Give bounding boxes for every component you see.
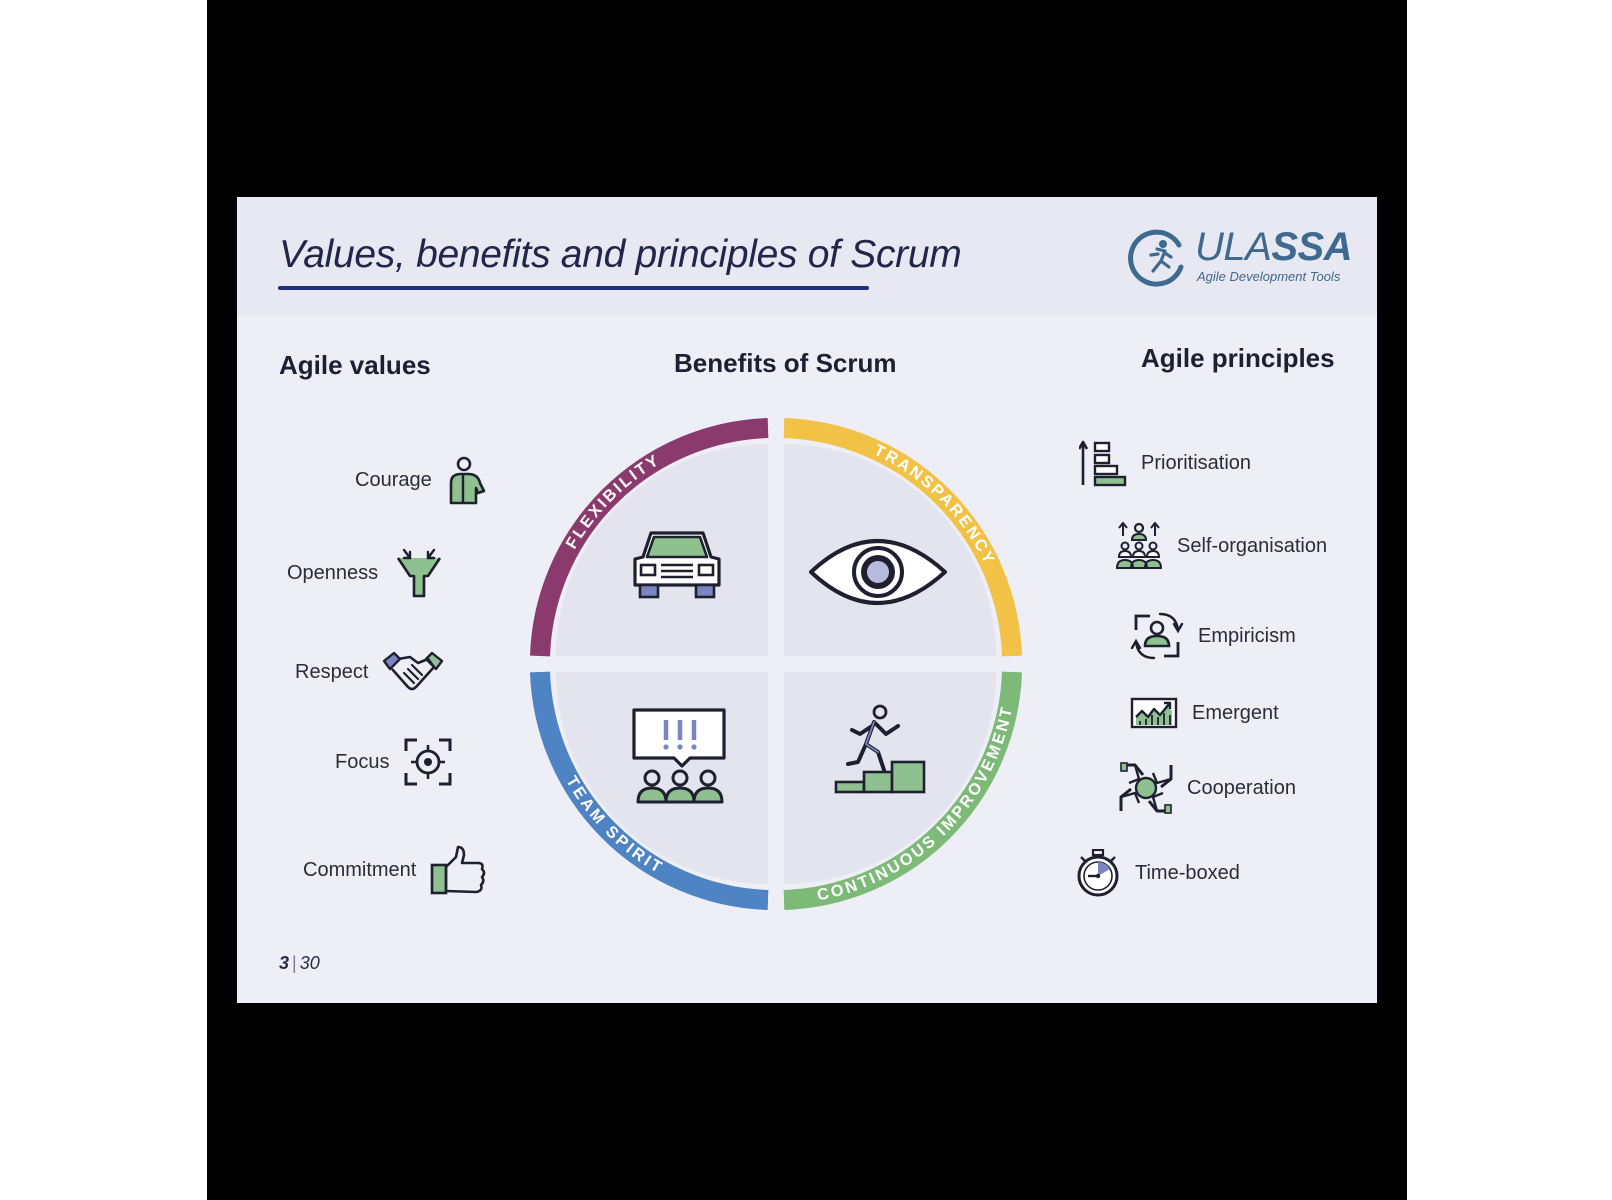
arc-flexibility	[530, 418, 769, 657]
runner-logo-icon	[1128, 229, 1184, 287]
slide-title: Values, benefits and principles of Scrum	[279, 233, 962, 276]
value-label: Commitment	[303, 858, 417, 881]
agile-values-heading: Agile values	[279, 350, 431, 380]
ulassa-logo: ULASSA Agile Development Tools	[1127, 225, 1357, 295]
value-label: Openness	[287, 561, 379, 584]
brand-part-light: ULA	[1195, 225, 1272, 269]
principle-label: Empiricism	[1198, 624, 1296, 647]
handshake-icon	[383, 651, 444, 691]
principle-label: Self-organisation	[1177, 534, 1328, 557]
page-total: 30	[299, 953, 320, 973]
principle-time-boxed: Time-boxed	[1075, 849, 1240, 897]
joined-hands-icon	[1119, 762, 1173, 814]
principle-cooperation: Cooperation	[1119, 761, 1296, 815]
slide-header	[237, 197, 1377, 315]
value-focus: Focus	[335, 737, 453, 787]
page-current: 3	[279, 953, 290, 973]
priority-bars-icon	[1079, 440, 1127, 487]
value-courage: Courage	[355, 455, 490, 505]
value-openness: Openness	[287, 548, 446, 598]
principle-label: Cooperation	[1187, 776, 1296, 799]
value-commitment: Commitment	[303, 845, 486, 895]
eye-icon	[809, 539, 947, 605]
principle-label: Time-boxed	[1135, 861, 1240, 884]
cycle-person-icon	[1130, 612, 1184, 660]
principle-self-organisation: Self-organisation	[1115, 522, 1327, 570]
benefits-heading: Benefits of Scrum	[674, 348, 897, 378]
growth-chart-icon	[1130, 697, 1178, 729]
arc-team-spirit	[530, 671, 769, 910]
stairs-runner-icon	[834, 704, 926, 794]
agile-principles-heading: Agile principles	[1141, 343, 1335, 373]
value-label: Respect	[295, 660, 369, 683]
brand-part-bold: SSA	[1271, 225, 1353, 269]
arc-continuous-improvement	[783, 671, 1022, 910]
page-number: 3|30	[279, 953, 320, 974]
title-underline	[278, 286, 869, 290]
principle-label: Emergent	[1192, 701, 1279, 724]
quadrant-team-spirit-panel	[556, 672, 768, 884]
stopwatch-icon	[1077, 849, 1119, 897]
arc-transparency	[783, 418, 1022, 657]
brand-tagline: Agile Development Tools	[1197, 269, 1341, 284]
benefits-wheel: FLEXIBILITY TRANSPARENCY TEAM SPIRIT CON…	[530, 418, 1022, 910]
principle-emergent: Emergent	[1130, 697, 1279, 729]
brand-name: ULASSA	[1195, 225, 1353, 270]
page-separator: |	[292, 953, 297, 973]
slide-card: Values, benefits and principles of Scrum…	[237, 197, 1377, 1003]
person-icon	[449, 456, 486, 505]
principle-label: Prioritisation	[1141, 451, 1252, 474]
principle-empiricism: Empiricism	[1130, 610, 1296, 662]
team-board-icon	[632, 708, 726, 804]
value-label: Focus	[335, 750, 390, 773]
principle-prioritisation: Prioritisation	[1079, 439, 1251, 487]
car-icon	[633, 531, 721, 599]
value-respect: Respect	[295, 647, 444, 697]
value-label: Courage	[355, 468, 432, 491]
open-arms-icon	[397, 548, 442, 598]
thumbs-up-icon	[431, 845, 486, 895]
group-icon	[1115, 522, 1163, 569]
target-icon	[404, 738, 452, 786]
